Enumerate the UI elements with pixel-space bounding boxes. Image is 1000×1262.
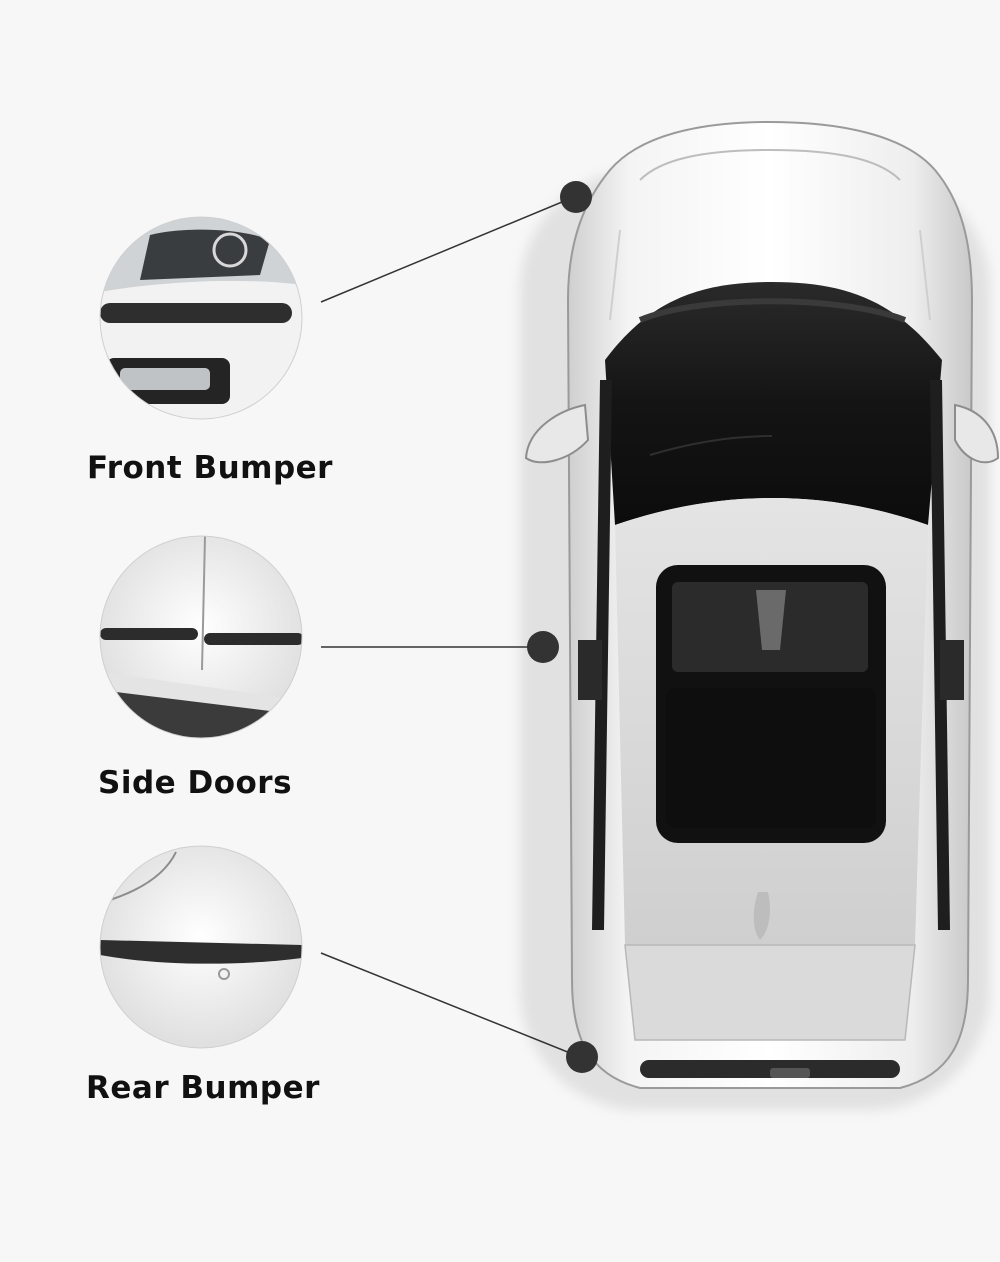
rear-bumper-marker (566, 1041, 598, 1073)
side-windows (578, 380, 964, 930)
rear-hatch (624, 892, 916, 1078)
side-doors-label: Side Doors (98, 765, 293, 801)
side-doors-detail (99, 535, 303, 739)
front-bumper-marker (560, 181, 592, 213)
rear-bumper-detail (99, 845, 303, 1049)
leader-lines (320, 196, 581, 1058)
windshield (605, 282, 942, 525)
side-door-marker (527, 631, 559, 663)
front-bumper-label: Front Bumper (87, 450, 333, 486)
rear-bumper-label: Rear Bumper (86, 1070, 320, 1106)
side-mirrors (524, 403, 1000, 464)
sunroof (656, 565, 886, 843)
callout-markers (527, 181, 598, 1073)
front-bumper-detail (99, 216, 303, 420)
